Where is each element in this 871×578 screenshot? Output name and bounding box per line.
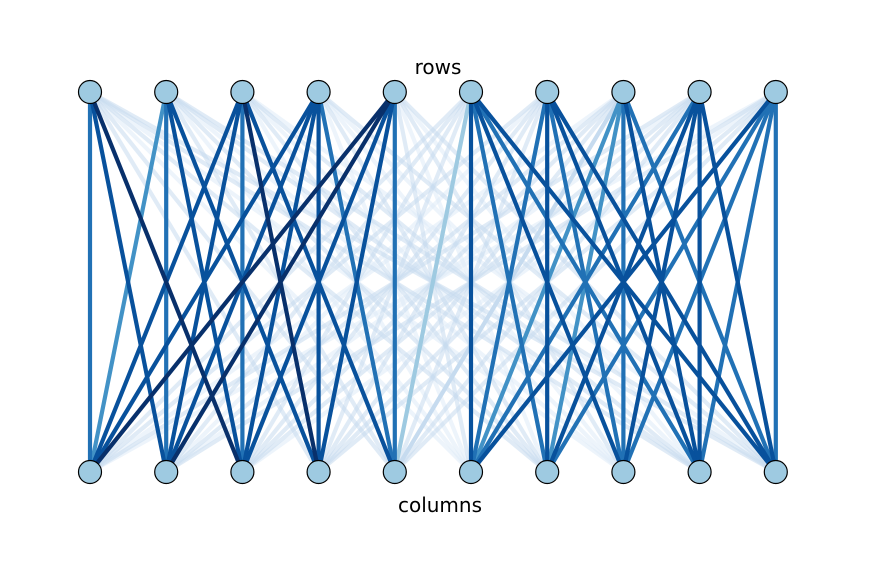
nodes	[77, 79, 788, 485]
edge-r5-c4	[392, 91, 474, 473]
rows-label: rows	[415, 55, 462, 79]
column-node-1	[154, 459, 179, 485]
edge-r0-c2	[88, 91, 245, 473]
edge-r4-c1	[164, 90, 397, 474]
column-node-0	[77, 459, 103, 485]
edge-r4-c3	[316, 91, 397, 473]
row-node-8	[687, 79, 712, 105]
columns-label: columns	[398, 493, 482, 517]
row-node-6	[535, 79, 560, 105]
row-node-5	[458, 79, 484, 105]
edge-r8-c5	[469, 90, 702, 474]
column-node-2	[230, 459, 255, 485]
row-node-7	[611, 79, 636, 105]
edges	[87, 90, 778, 474]
row-node-1	[154, 79, 179, 105]
edge-r4-c0	[88, 90, 397, 474]
column-node-6	[535, 459, 560, 485]
column-node-5	[458, 459, 484, 485]
edge-r6-c5	[468, 91, 550, 473]
edge-r0-c1	[87, 91, 169, 473]
column-node-3	[306, 459, 331, 485]
column-node-7	[611, 459, 636, 485]
edge-r6-c9	[545, 90, 778, 474]
edge-r6-c8	[545, 91, 702, 473]
row-node-9	[763, 79, 788, 105]
row-node-4	[382, 79, 407, 105]
edge-r2-c1	[164, 91, 245, 473]
column-node-9	[763, 459, 788, 485]
row-node-3	[306, 79, 331, 105]
column-node-4	[382, 459, 407, 485]
column-node-8	[687, 459, 712, 485]
edge-r4-c2	[240, 91, 397, 473]
row-node-0	[77, 79, 103, 105]
row-node-2	[230, 79, 255, 105]
edge-r8-c9	[697, 91, 778, 473]
edge-r5-c7	[469, 91, 626, 473]
